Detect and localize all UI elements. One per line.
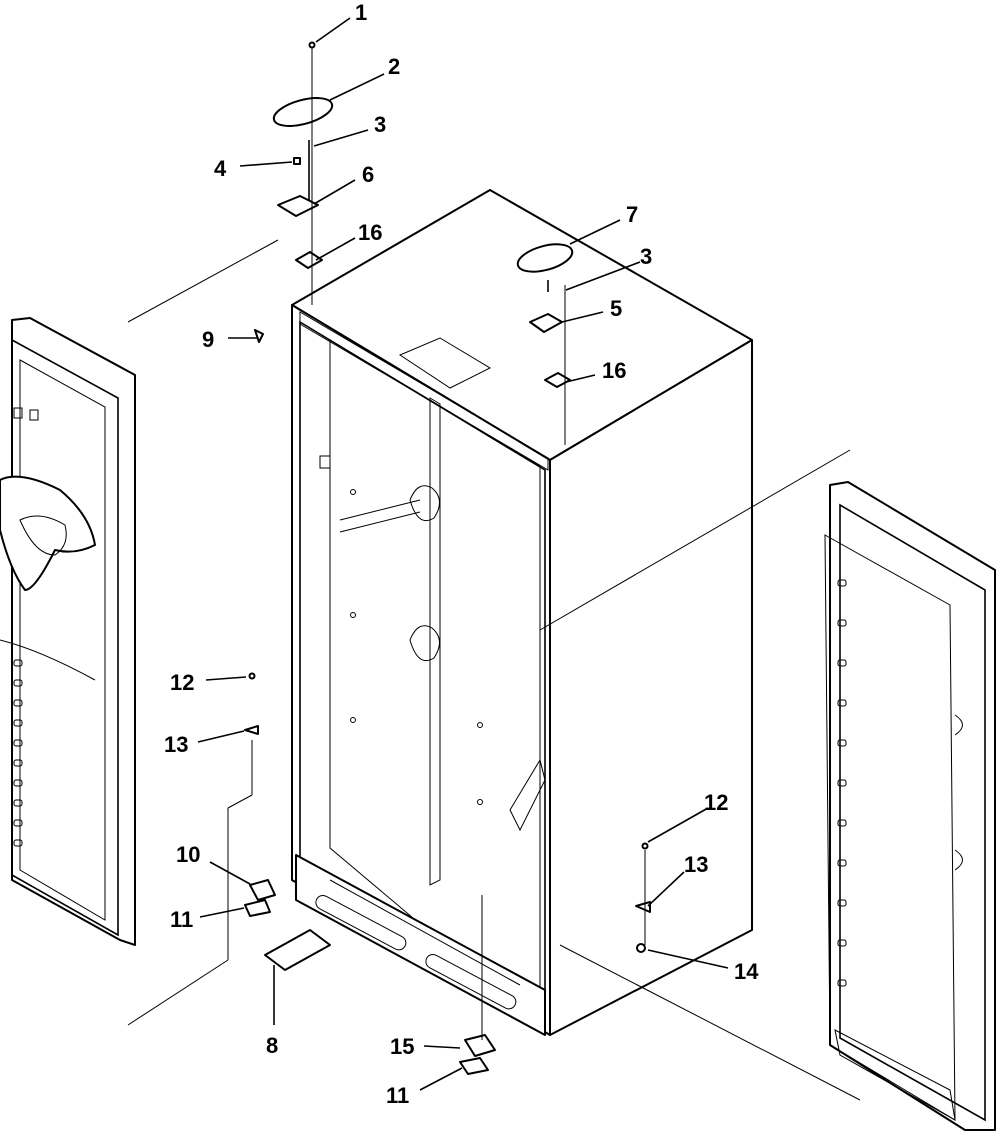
callout-7: 7 (626, 202, 638, 227)
screws-right (635, 842, 651, 953)
hinge-cover-right (516, 243, 574, 273)
callout-3-left: 3 (374, 112, 386, 137)
hinge-shim-left (295, 251, 323, 269)
fresh-food-door (824, 481, 996, 1131)
callout-12-left: 12 (170, 670, 194, 695)
callout-13-right: 13 (684, 852, 708, 877)
screws-left (244, 672, 259, 735)
freezer-door (0, 317, 136, 946)
callout-labels: 1 2 3 4 6 16 7 3 5 16 9 12 13 10 11 8 15… (164, 0, 759, 1108)
callout-10: 10 (176, 842, 200, 867)
top-hinge-left (277, 157, 319, 217)
callout-11-right: 11 (386, 1083, 409, 1108)
callout-15: 15 (390, 1034, 414, 1059)
hinge-pin-left (308, 41, 316, 200)
callout-11-left: 11 (170, 907, 193, 932)
callout-leaders (197, 17, 729, 1091)
bottom-hinge-left (244, 879, 276, 917)
callout-14: 14 (734, 959, 759, 984)
door-stop (254, 329, 264, 343)
fresh-food-door-vents (837, 579, 847, 987)
refrigerator-cabinet (291, 189, 753, 1036)
alignment-lines (127, 48, 861, 1101)
callout-9: 9 (202, 327, 214, 352)
callout-2: 2 (388, 54, 400, 79)
access-cover (264, 929, 331, 971)
callout-1: 1 (355, 0, 367, 25)
callout-13-left: 13 (164, 732, 188, 757)
freezer-door-vents (13, 659, 23, 847)
callout-16-right: 16 (602, 358, 626, 383)
callout-16-left: 16 (358, 220, 382, 245)
bottom-hinge-right (459, 1034, 496, 1075)
callout-8: 8 (266, 1033, 278, 1058)
callout-5: 5 (610, 296, 622, 321)
hinge-cover-left (272, 97, 334, 127)
callout-4: 4 (214, 156, 227, 181)
hinge-shim-right (544, 372, 571, 388)
callout-12-right: 12 (704, 790, 728, 815)
callout-6: 6 (362, 162, 374, 187)
callout-3-right: 3 (640, 244, 652, 269)
